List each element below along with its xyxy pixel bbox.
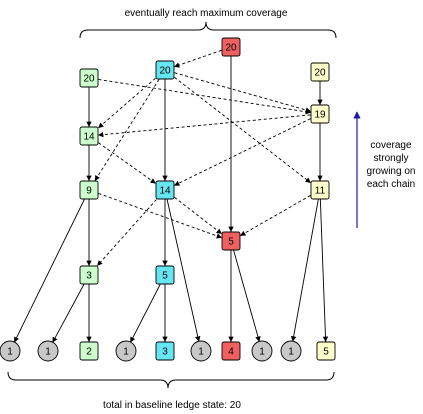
edge-g2-to-b1 bbox=[14, 199, 85, 343]
node-b5: 3 bbox=[155, 341, 175, 361]
node-shape-g1 bbox=[79, 126, 99, 146]
side-label-line-1: coverage bbox=[370, 140, 412, 151]
node-shape-g3 bbox=[79, 265, 99, 285]
edge-g2-to-r1 bbox=[98, 192, 223, 239]
node-shape-b8 bbox=[251, 340, 273, 362]
edge-r0-to-c0 bbox=[173, 49, 222, 68]
node-y1: 19 bbox=[310, 104, 330, 124]
node-b6: 1 bbox=[190, 340, 212, 362]
edge-layer bbox=[14, 49, 329, 343]
node-label-b9: 1 bbox=[288, 347, 294, 358]
node-shape-y2 bbox=[310, 180, 330, 200]
node-shape-g0 bbox=[79, 68, 99, 88]
node-shape-b1 bbox=[0, 340, 21, 362]
node-shape-r0 bbox=[221, 37, 241, 57]
node-g3: 3 bbox=[79, 265, 99, 285]
edge-c0-to-y2 bbox=[174, 76, 311, 184]
node-label-g0: 20 bbox=[83, 74, 95, 85]
node-label-b1: 1 bbox=[7, 347, 13, 358]
node-shape-g2 bbox=[79, 180, 99, 200]
node-b3: 2 bbox=[79, 341, 99, 361]
node-label-y1: 19 bbox=[314, 110, 326, 121]
edge-c0-to-g1 bbox=[98, 77, 156, 129]
node-shape-b2 bbox=[37, 340, 59, 362]
edge-y1-to-c1 bbox=[174, 118, 311, 186]
node-y0: 20 bbox=[310, 62, 330, 82]
node-b4: 1 bbox=[115, 340, 137, 362]
node-label-c2: 5 bbox=[162, 271, 168, 282]
node-y2: 11 bbox=[310, 180, 330, 200]
node-r0: 20 bbox=[221, 37, 241, 57]
edge-y2-to-b9 bbox=[290, 199, 319, 342]
edge-c0-to-y1 bbox=[174, 72, 312, 113]
edge-g1-to-c1 bbox=[98, 142, 156, 184]
node-shape-c1 bbox=[155, 180, 175, 200]
node-r1: 5 bbox=[221, 231, 241, 251]
node-g1: 14 bbox=[79, 126, 99, 146]
node-label-r1: 5 bbox=[228, 237, 234, 248]
top-brace bbox=[79, 21, 337, 39]
node-label-c1: 14 bbox=[159, 186, 171, 197]
side-label-line-4: each chain bbox=[367, 179, 415, 190]
node-b10: 5 bbox=[316, 341, 336, 361]
node-shape-b7 bbox=[221, 341, 241, 361]
node-label-b6: 1 bbox=[198, 347, 204, 358]
node-shape-b10 bbox=[316, 341, 336, 361]
side-label-line-2: strongly bbox=[373, 153, 408, 164]
edge-c2-to-b4 bbox=[130, 284, 161, 343]
node-c1: 14 bbox=[155, 180, 175, 200]
node-b9: 1 bbox=[280, 340, 302, 362]
node-label-b5: 3 bbox=[162, 347, 168, 358]
edge-c1-to-g3 bbox=[97, 199, 157, 266]
node-shape-c2 bbox=[155, 265, 175, 285]
node-label-c0: 20 bbox=[159, 66, 171, 77]
node-c2: 5 bbox=[155, 265, 175, 285]
node-b8: 1 bbox=[251, 340, 273, 362]
node-g2: 9 bbox=[79, 180, 99, 200]
node-shape-b6 bbox=[190, 340, 212, 362]
node-label-b8: 1 bbox=[259, 347, 265, 358]
node-label-g1: 14 bbox=[83, 132, 95, 143]
edge-c0-to-g2 bbox=[94, 79, 160, 181]
edge-g0-to-y1 bbox=[98, 79, 312, 115]
node-label-y2: 11 bbox=[315, 186, 326, 197]
node-shape-b4 bbox=[115, 340, 137, 362]
bottom-brace bbox=[7, 371, 335, 389]
node-shape-c0 bbox=[155, 60, 175, 80]
edge-c1-to-r1 bbox=[174, 196, 222, 235]
node-label-b2: 1 bbox=[45, 347, 51, 358]
node-label-y0: 20 bbox=[314, 68, 326, 79]
node-label-b4: 1 bbox=[123, 347, 129, 358]
node-label-r0: 20 bbox=[225, 43, 237, 54]
node-b1: 1 bbox=[0, 340, 21, 362]
node-shape-y1 bbox=[310, 104, 330, 124]
node-label-g2: 9 bbox=[86, 186, 92, 197]
bottom-label: total in baseline ledge state: 20 bbox=[103, 400, 241, 411]
node-label-b3: 2 bbox=[86, 347, 92, 358]
node-label-b10: 5 bbox=[323, 347, 329, 358]
top-label: eventually reach maximum coverage bbox=[125, 8, 288, 19]
node-b2: 1 bbox=[37, 340, 59, 362]
edge-g3-to-b2 bbox=[52, 284, 85, 343]
edge-y1-to-g1 bbox=[97, 114, 311, 138]
node-b7: 4 bbox=[221, 341, 241, 361]
node-shape-y0 bbox=[310, 62, 330, 82]
node-g0: 20 bbox=[79, 68, 99, 88]
node-shape-b3 bbox=[79, 341, 99, 361]
edge-c1-to-b6 bbox=[166, 199, 201, 342]
node-shape-b5 bbox=[155, 341, 175, 361]
edge-r1-to-b8 bbox=[233, 250, 261, 342]
node-c0: 20 bbox=[155, 60, 175, 80]
side-label-line-3: growing on bbox=[367, 166, 416, 177]
node-shape-b9 bbox=[280, 340, 302, 362]
edge-y2-to-r1 bbox=[240, 195, 311, 236]
node-shape-r1 bbox=[221, 231, 241, 251]
node-label-g3: 3 bbox=[86, 271, 92, 282]
edge-y2-to-b10 bbox=[319, 199, 329, 343]
node-label-b7: 4 bbox=[228, 347, 234, 358]
